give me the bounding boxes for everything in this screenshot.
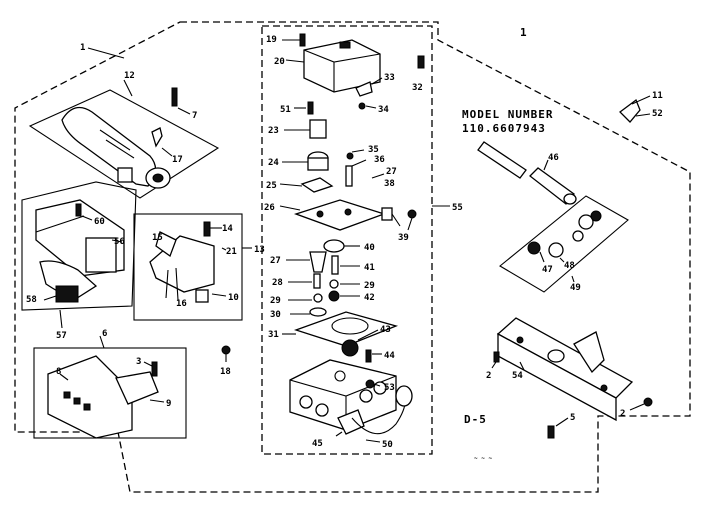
model-number-heading: MODEL NUMBER [462,108,553,121]
label-29-left: 29 [270,296,281,306]
label-37: 27 [386,167,397,177]
label-25: 25 [266,181,277,191]
label-5: 5 [570,413,575,423]
label-38: 38 [384,179,395,189]
label-32: 32 [412,83,423,93]
label-24: 24 [268,158,279,168]
label-60: 60 [94,217,105,227]
label-40: 40 [364,243,375,253]
label-49: 49 [570,283,581,293]
switch-assembly-group [133,213,252,321]
label-26: 26 [264,203,275,213]
label-46: 46 [548,153,559,163]
mounting-bracket-54 [496,317,634,422]
model-number-value: 110.6607943 [462,122,546,135]
valve-assembly-boundary [261,25,433,455]
label-52: 52 [652,109,663,119]
valve-stack-parts [279,33,425,443]
screw-18-left [221,345,231,362]
label-53: 53 [384,383,395,393]
igniter-assembly-group [28,79,220,199]
label-6: 6 [102,329,107,339]
label-13: 13 [254,245,265,255]
label-54: 54 [512,371,523,381]
label-45: 45 [312,439,323,449]
label-12: 12 [124,71,135,81]
label-55: 55 [452,203,463,213]
leader-1 [87,47,125,59]
screw-5 [547,417,569,439]
label-42: 42 [364,293,375,303]
sheet-number: 1 [520,26,528,39]
pilot-part-11-52 [619,95,651,123]
label-29-right: 29 [364,281,375,291]
label-41: 41 [364,263,375,273]
label-1: 1 [80,43,85,53]
section-code: D-5 [464,413,487,426]
label-48: 48 [564,261,575,271]
label-9: 9 [166,399,171,409]
label-3: 3 [136,357,141,367]
label-19: 19 [266,35,277,45]
label-28: 28 [272,278,283,288]
label-23: 23 [268,126,279,136]
label-18-lower: 18 [220,367,231,377]
label-33: 33 [384,73,395,83]
label-20: 20 [274,57,285,67]
label-50: 50 [382,440,393,450]
label-2-left: 2 [486,371,491,381]
label-51: 51 [280,105,291,115]
fittings-group-49 [499,195,629,293]
label-34: 34 [378,105,389,115]
label-57: 57 [56,331,67,341]
label-44: 44 [384,351,395,361]
label-15: 15 [152,233,163,243]
screw-2-right [629,397,653,411]
label-35: 35 [368,145,379,155]
label-27: 27 [270,256,281,266]
label-11: 11 [652,91,663,101]
control-block-group [33,335,187,439]
bracket-assembly-group [21,181,137,329]
label-58: 58 [26,295,37,305]
label-43: 43 [380,325,391,335]
label-31: 31 [268,330,279,340]
small-print: ~ ~ ~ [474,455,492,462]
label-36: 36 [374,155,385,165]
label-10: 10 [228,293,239,303]
tube-46 [477,141,577,205]
label-16: 16 [176,299,187,309]
label-21: 21 [226,247,237,257]
label-30: 30 [270,310,281,320]
label-14: 14 [222,224,233,234]
label-56: 56 [114,237,125,247]
label-17: 17 [172,155,183,165]
label-47: 47 [542,265,553,275]
label-8: 8 [56,367,61,377]
screw-2-left [491,351,500,369]
label-39: 39 [398,233,409,243]
label-2-right: 2 [620,409,625,419]
label-7: 7 [192,111,197,121]
